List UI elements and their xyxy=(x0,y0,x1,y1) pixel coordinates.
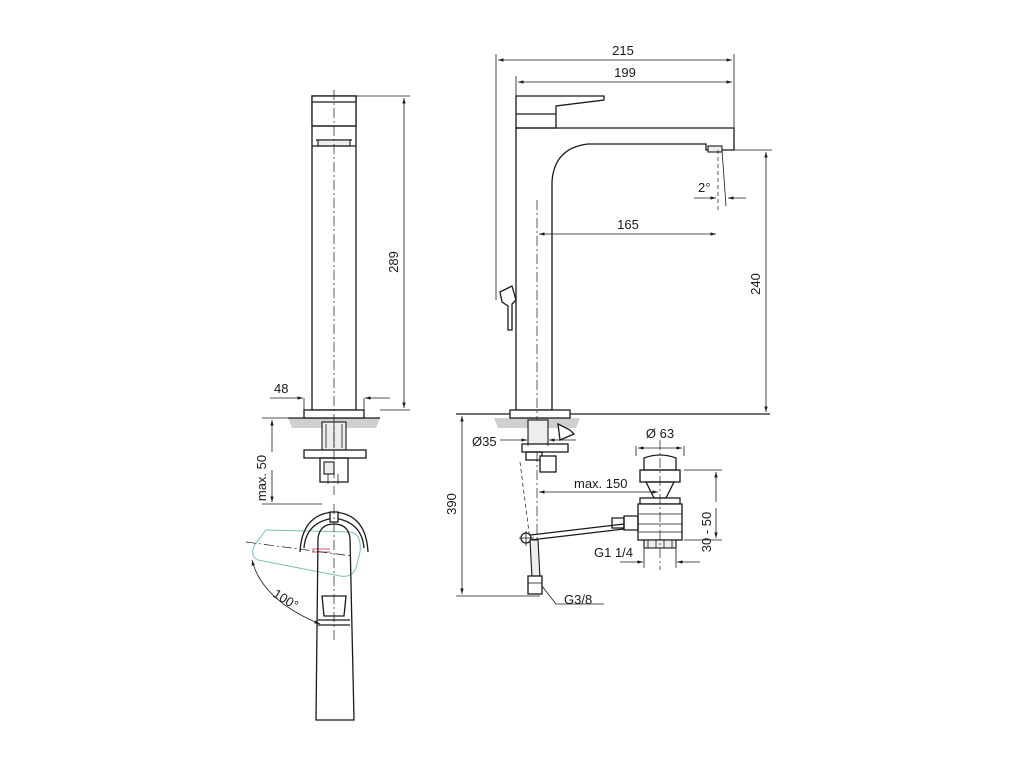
top-body xyxy=(315,523,355,721)
top-ghost-handle xyxy=(252,529,361,577)
front-popup-rod xyxy=(521,523,625,537)
front-handle xyxy=(515,95,605,129)
dim-100deg-text: 100° xyxy=(270,586,301,613)
dim-30-50-text: 30 - 50 xyxy=(699,512,714,552)
dim-240-text: 240 xyxy=(748,273,763,295)
dim-2deg-text: 2° xyxy=(698,180,710,195)
dim-215-text: 215 xyxy=(612,43,634,58)
dim-d35-text: Ø35 xyxy=(472,434,497,449)
dim-165-text: 165 xyxy=(617,217,639,232)
front-popup-lever xyxy=(499,285,517,331)
dim-289-text: 289 xyxy=(386,251,401,273)
dim-48-text: 48 xyxy=(274,381,288,396)
side-view: 289 48 max. 50 xyxy=(254,90,410,505)
top-rotation-arc xyxy=(251,559,321,625)
dim-g38-text: G3/8 xyxy=(564,592,592,607)
front-supply-hose xyxy=(529,539,541,579)
top-view: 100° xyxy=(245,504,369,721)
dim-max150-text: max. 150 xyxy=(574,476,627,491)
dim-390-text: 390 xyxy=(444,493,459,515)
dim-g114-text: G1 1/4 xyxy=(594,545,633,560)
front-spout-outlet xyxy=(707,145,723,153)
dim-max50-text: max. 50 xyxy=(254,455,269,501)
dim-199-text: 199 xyxy=(614,65,636,80)
front-view: 215 199 2° 165 240 Ø35 390 Ø 63 xyxy=(444,43,772,607)
side-clamp xyxy=(303,449,367,459)
dim-d63-text: Ø 63 xyxy=(646,426,674,441)
waste-assembly xyxy=(611,440,683,570)
front-base xyxy=(509,409,571,419)
front-body xyxy=(515,127,735,411)
